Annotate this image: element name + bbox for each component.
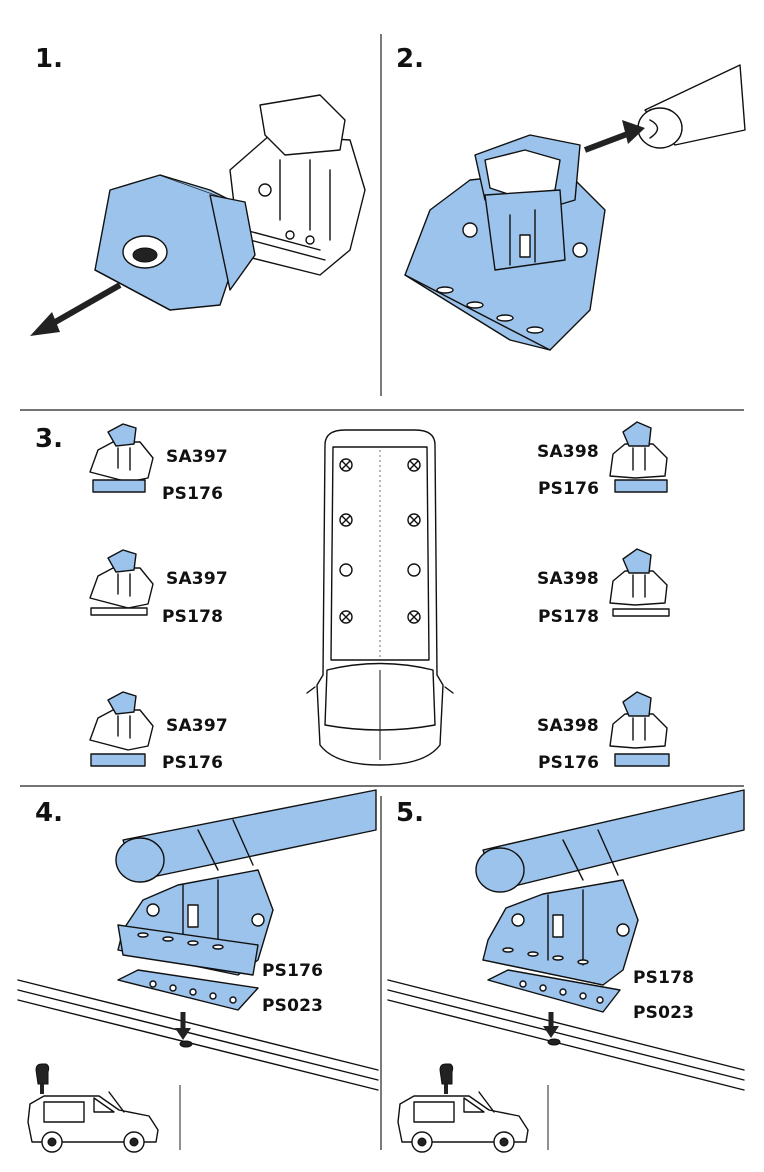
van-top-view-icon bbox=[306, 429, 454, 766]
foot-icon bbox=[89, 423, 154, 493]
plate-code: PS023 bbox=[262, 996, 324, 1016]
pad-code: PS178 bbox=[538, 607, 600, 627]
pad-code: PS176 bbox=[538, 753, 600, 773]
step-4-assembly-illustration bbox=[17, 789, 379, 1091]
hand-icon bbox=[35, 1063, 50, 1094]
arrow-icon bbox=[48, 282, 122, 328]
step-1-number: 1. bbox=[35, 44, 63, 74]
foot-code: SA398 bbox=[537, 569, 599, 589]
van-side-view-icon bbox=[27, 1063, 159, 1153]
arrow-icon bbox=[583, 130, 632, 153]
foot-code: SA397 bbox=[166, 716, 228, 736]
step-5-assembly-illustration bbox=[387, 789, 745, 1091]
hand-icon bbox=[439, 1063, 454, 1094]
foot-icon bbox=[609, 691, 670, 767]
van-side-view-icon bbox=[397, 1063, 529, 1153]
step-4-number: 4. bbox=[35, 798, 63, 828]
pad-code: PS178 bbox=[633, 968, 695, 988]
foot-icon bbox=[609, 421, 668, 493]
foot-code: SA398 bbox=[537, 716, 599, 736]
foot-code: SA397 bbox=[166, 569, 228, 589]
plate-code: PS023 bbox=[633, 1003, 695, 1023]
pad-code: PS176 bbox=[162, 753, 224, 773]
foot-icon bbox=[609, 548, 670, 617]
pad-code: PS176 bbox=[538, 479, 600, 499]
pad-code: PS176 bbox=[262, 961, 324, 981]
foot-icon bbox=[89, 691, 154, 767]
step-2-bar-insert-illustration bbox=[404, 64, 746, 351]
foot-code: SA397 bbox=[166, 447, 228, 467]
step-1-foot-cover-removal-illustration bbox=[30, 94, 366, 336]
step-2-number: 2. bbox=[396, 44, 424, 74]
foot-code: SA398 bbox=[537, 442, 599, 462]
foot-icon bbox=[89, 549, 154, 616]
pad-code: PS176 bbox=[162, 484, 224, 504]
step-3-number: 3. bbox=[35, 424, 63, 454]
mount-hole-icon bbox=[339, 458, 421, 624]
pad-code: PS178 bbox=[162, 607, 224, 627]
step-5-number: 5. bbox=[396, 798, 424, 828]
